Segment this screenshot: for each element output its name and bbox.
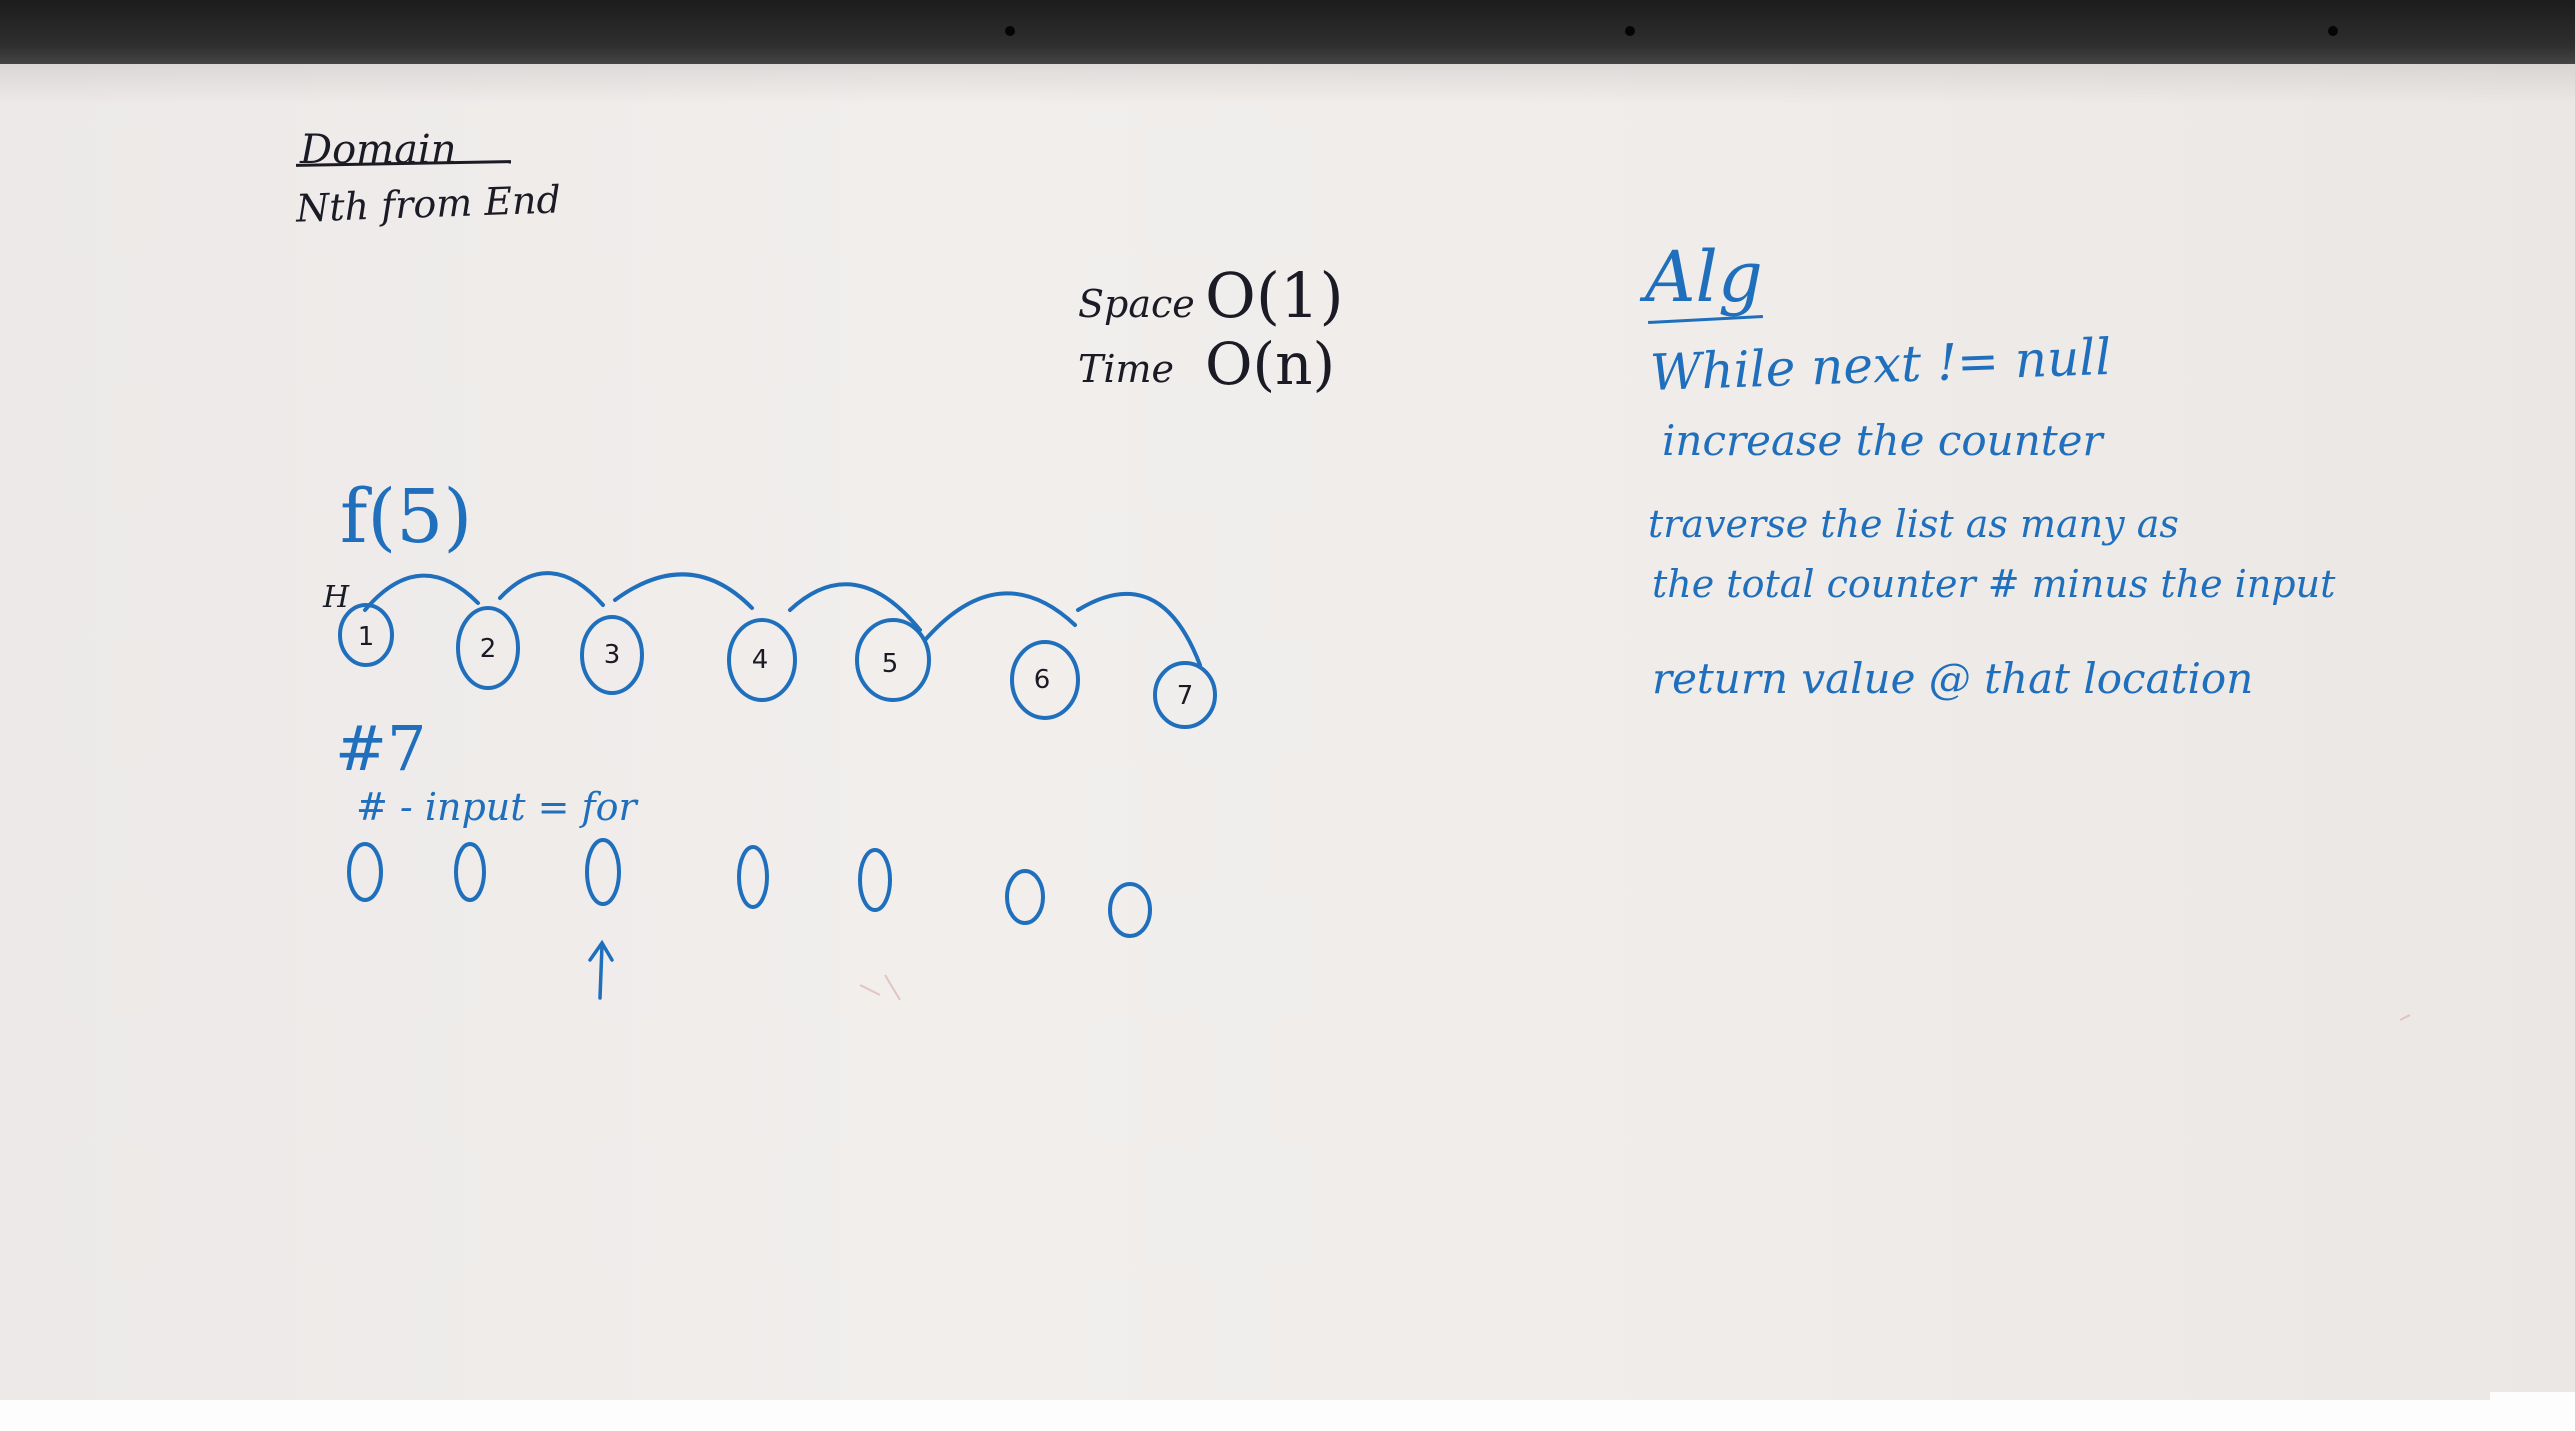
count-label: #7 <box>335 712 427 785</box>
list-node <box>855 618 931 702</box>
formula: # - input = for <box>356 785 637 829</box>
empty-node <box>347 842 383 902</box>
node-value: 1 <box>358 622 375 652</box>
link-arc <box>923 591 1077 642</box>
algorithm-line-4: the total counter # minus the input <box>1652 562 2336 606</box>
empty-node <box>737 845 769 909</box>
node-value: 2 <box>480 634 497 664</box>
list-node <box>727 618 797 702</box>
link-arc <box>363 573 480 612</box>
whiteboard-rail <box>0 0 2575 64</box>
list-node <box>338 603 394 667</box>
node-value: 3 <box>604 640 621 670</box>
empty-node <box>1005 869 1045 925</box>
rail-screw <box>2328 26 2338 36</box>
rail-screw <box>1005 26 1015 36</box>
rail-screw <box>1625 26 1635 36</box>
rail-shadow <box>0 64 2575 104</box>
algorithm-line-2: increase the counter <box>1662 416 2103 465</box>
algorithm-title: Alg <box>1645 236 1763 318</box>
empty-node <box>1108 882 1152 938</box>
node-value: 4 <box>752 645 769 675</box>
algorithm-line-3: traverse the list as many as <box>1648 502 2179 546</box>
list-node <box>456 606 520 690</box>
space-label: Space <box>1078 282 1195 326</box>
time-label: Time <box>1078 347 1175 391</box>
pointer-arrow <box>588 939 614 1000</box>
link-arc <box>1076 592 1202 667</box>
list-node <box>580 615 644 695</box>
empty-node <box>454 842 486 902</box>
algorithm-line-5: return value @ that location <box>1652 654 2254 703</box>
link-arc <box>498 571 605 607</box>
board-bottom-corner <box>2490 1392 2575 1431</box>
space-complexity: O(1) <box>1205 259 1344 332</box>
head-label: H <box>323 580 350 615</box>
list-node <box>1153 661 1217 729</box>
node-value: 7 <box>1177 681 1194 711</box>
list-node <box>1010 640 1080 720</box>
link-arc <box>613 572 754 610</box>
node-value: 6 <box>1034 665 1051 695</box>
node-value: 5 <box>882 649 899 679</box>
function-call: f(5) <box>340 474 473 560</box>
time-complexity: O(n) <box>1205 330 1336 398</box>
empty-node <box>585 838 621 906</box>
link-arc <box>788 582 922 632</box>
board-bottom-edge <box>0 1400 2575 1431</box>
empty-node <box>858 848 892 912</box>
